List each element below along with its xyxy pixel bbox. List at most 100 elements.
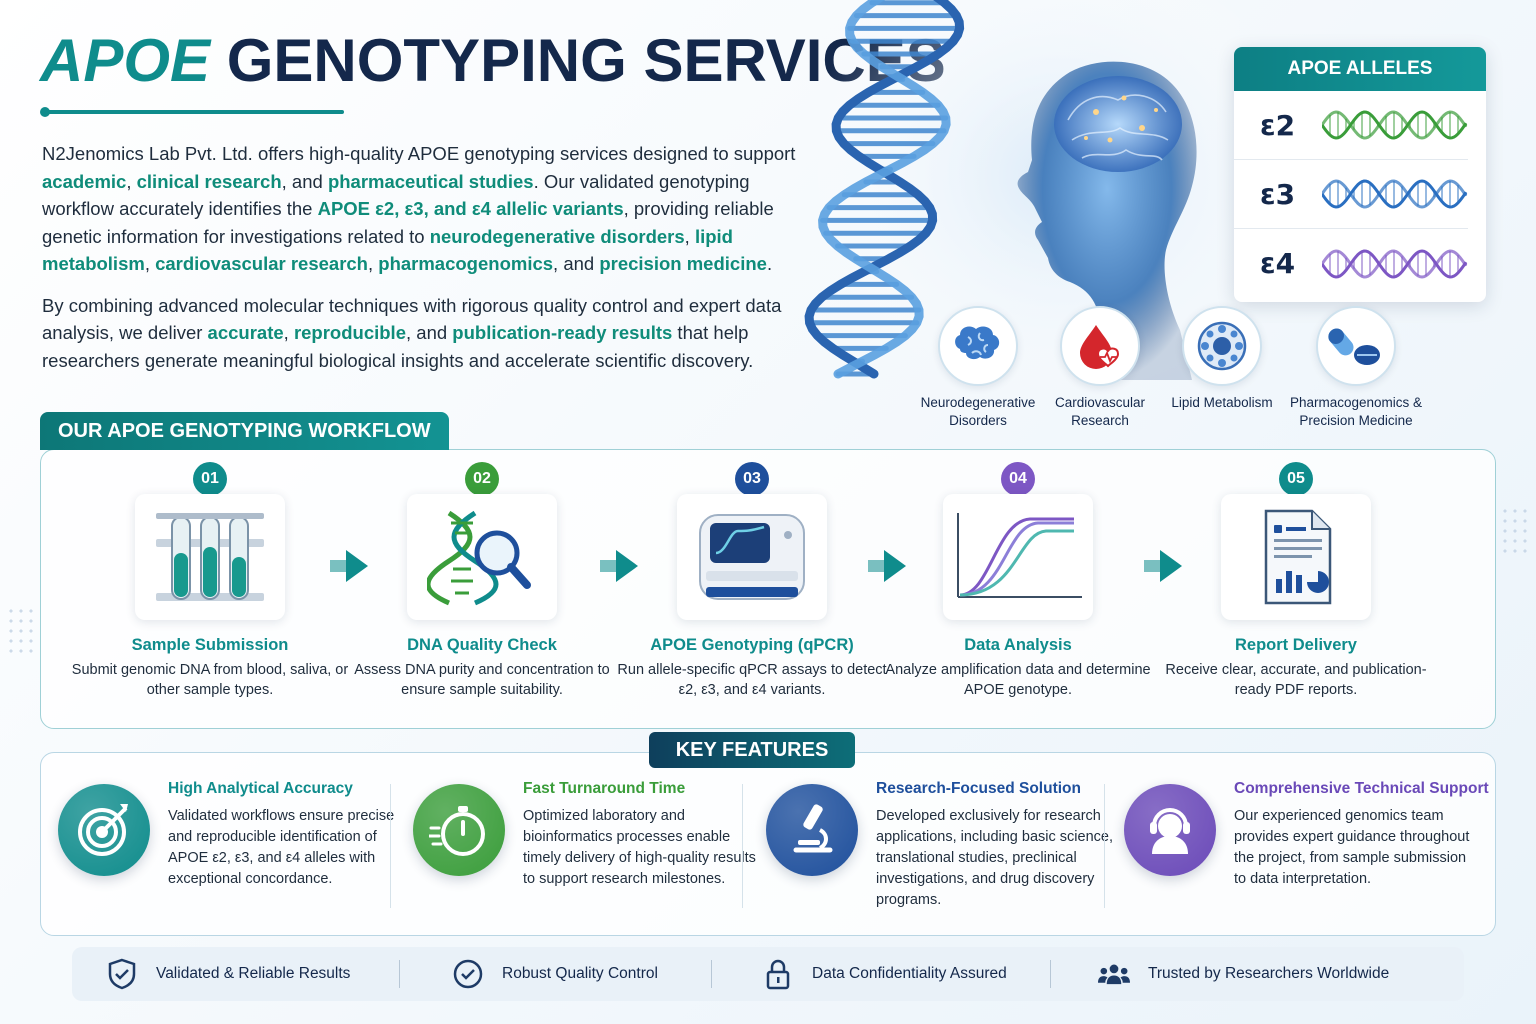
arrow-right-icon	[330, 548, 370, 584]
intro-paragraph-2: By combining advanced molecular techniqu…	[42, 292, 802, 375]
step-description: Analyze amplification data and determine…	[885, 662, 1151, 698]
dna-helix-icon	[804, 0, 965, 379]
allele-label: ε4	[1260, 247, 1296, 280]
step-description: Assess DNA purity and concentration to e…	[354, 662, 610, 698]
qpcr-instrument-icon	[677, 494, 827, 620]
decorative-dots	[1500, 506, 1530, 556]
test-tubes-icon	[135, 494, 285, 620]
trust-divider	[399, 960, 400, 988]
application-item: Lipid Metabolism	[1152, 306, 1292, 412]
title-underline	[40, 107, 344, 117]
intro-text-segment: . Our validated genotyping workflow accu…	[42, 170, 750, 220]
feature-description: Optimized laboratory and bioinformatics …	[523, 808, 756, 887]
trust-badge-label: Trusted by Researchers Worldwide	[1148, 965, 1390, 982]
highlight-term: cardiovascular research	[155, 253, 368, 274]
trust-badge: Validated & Reliable Results	[106, 958, 350, 990]
intro-text-segment: , and	[281, 170, 328, 192]
intro-paragraph-1: N2Jenomics Lab Pvt. Ltd. offers high-qua…	[42, 140, 802, 278]
feature-title: Comprehensive Technical Support	[1234, 780, 1489, 797]
shield-check-icon	[106, 958, 138, 990]
step-title: Report Delivery	[1235, 636, 1357, 654]
highlight-term: pharmaceutical studies	[327, 170, 534, 192]
highlight-term: pharmacogenomics	[378, 253, 554, 274]
intro-text-segment: ,	[283, 322, 294, 343]
brain-icon	[1054, 76, 1182, 172]
arrow-right-icon	[1144, 548, 1184, 584]
application-label: Cardiovascular Research	[1054, 395, 1146, 428]
hero-illustration	[800, 0, 1240, 390]
intro-text-segment: , and	[406, 322, 453, 343]
highlight-term: neurodegenerative disorders	[429, 225, 685, 247]
dna-head-illustration	[800, 0, 1240, 390]
application-label: Neurodegenerative Disorders	[920, 395, 1036, 428]
intro-text: N2Jenomics Lab Pvt. Ltd. offers high-qua…	[42, 140, 802, 388]
helix-strand	[804, 0, 965, 379]
feature-divider	[742, 784, 743, 908]
people-icon	[1098, 958, 1130, 990]
decorative-dots	[6, 606, 36, 656]
allele-dna-icon	[1322, 248, 1468, 279]
intro-text-segment: ,	[144, 253, 156, 274]
application-item: Cardiovascular Research	[1030, 306, 1170, 430]
step-number: 02	[465, 462, 499, 496]
helix-strand	[818, 0, 951, 379]
trust-badge: Data Confidentiality Assured	[762, 958, 1007, 990]
trust-badge-label: Data Confidentiality Assured	[812, 965, 1007, 982]
lipid-particle-icon	[1182, 306, 1262, 386]
intro-text-segment: that help researchers generate meaningfu…	[42, 322, 754, 371]
highlight-term: clinical research	[136, 170, 282, 192]
highlight-term: precision medicine	[599, 253, 767, 274]
allele-row: ε3	[1234, 160, 1468, 229]
allele-list: ε2 ε3 ε4	[1234, 91, 1486, 298]
check-circle-icon	[452, 958, 484, 990]
intro-text-segment: ,	[367, 253, 379, 274]
feature-title: Research-Focused Solution	[876, 780, 1081, 797]
brain-icon	[938, 306, 1018, 386]
feature-description: Our experienced genomics team provides e…	[1234, 808, 1470, 887]
lock-icon	[762, 958, 794, 990]
target-icon	[58, 784, 150, 876]
highlight-term: reproducible	[293, 322, 406, 343]
feature-title: High Analytical Accuracy	[168, 780, 353, 797]
headset-support-icon	[1124, 784, 1216, 876]
application-areas: Neurodegenerative Disorders Cardiovascula…	[908, 306, 1438, 436]
trust-badge-label: Robust Quality Control	[502, 965, 658, 982]
allele-dna-icon	[1322, 110, 1468, 140]
blood-drop-heart-icon	[1060, 306, 1140, 386]
application-item: Pharmacogenomics & Precision Medicine	[1286, 306, 1426, 430]
trust-divider	[711, 960, 712, 988]
allele-label: ε2	[1260, 108, 1296, 142]
feature-description: Validated workflows ensure precise and r…	[168, 808, 395, 887]
allele-row: ε2	[1234, 91, 1468, 160]
highlight-term: accurate	[207, 322, 284, 343]
intro-text-segment: .	[766, 253, 773, 274]
intro-text-segment: ,	[126, 170, 137, 192]
key-features-title: KEY FEATURES	[649, 732, 855, 768]
allele-row: ε4	[1234, 229, 1468, 298]
step-number: 03	[735, 462, 769, 496]
intro-text-segment: By combining advanced molecular techniqu…	[42, 294, 782, 344]
report-document-icon	[1221, 494, 1371, 620]
feature-divider	[390, 784, 391, 908]
intro-text-segment: ,	[684, 225, 695, 247]
highlight-term: lipid metabolism	[42, 225, 733, 275]
arrow-right-icon	[600, 548, 640, 584]
step-title: Data Analysis	[964, 636, 1072, 654]
application-item: Neurodegenerative Disorders	[908, 306, 1048, 430]
trust-badge-label: Validated & Reliable Results	[156, 965, 351, 982]
step-title: DNA Quality Check	[407, 636, 557, 654]
intro-text-segment: N2Jenomics Lab Pvt. Ltd. offers high-qua…	[42, 143, 796, 164]
feature-description: Developed exclusively for research appli…	[876, 808, 1113, 908]
microscope-icon	[766, 784, 858, 876]
allele-label: ε3	[1260, 177, 1296, 211]
highlight-term: publication-ready results	[452, 322, 673, 343]
